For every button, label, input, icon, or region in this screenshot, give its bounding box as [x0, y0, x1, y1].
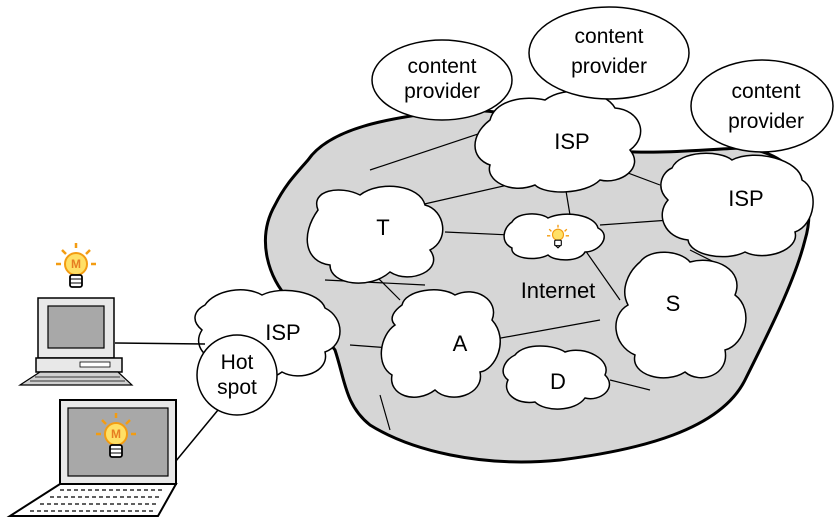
internet-label: Internet	[521, 278, 596, 303]
content-provider-3: content provider	[690, 59, 834, 153]
bulb-letter: M	[111, 427, 121, 441]
bulb-letter: M	[71, 257, 81, 271]
region-s-label: S	[666, 291, 681, 316]
cloud-t	[306, 185, 444, 284]
hotspot: Hot spot	[196, 334, 278, 416]
laptop-icon	[6, 399, 178, 517]
region-t-label: T	[376, 215, 389, 240]
cloud-d	[502, 345, 611, 410]
content-provider-1: content provider	[371, 39, 513, 121]
lightbulb-icon: M	[96, 413, 136, 458]
region-a-label: A	[453, 331, 468, 356]
content-provider-2-line1: content	[575, 25, 644, 48]
content-provider-1-line1: content	[408, 55, 477, 78]
cloud-isp-right	[660, 152, 814, 258]
hotspot-line2: spot	[217, 376, 257, 399]
content-provider-2: content provider	[528, 6, 690, 100]
desktop-computer-icon	[17, 297, 134, 386]
hotspot-line1: Hot	[221, 351, 254, 374]
cloud-isp-top	[474, 90, 642, 193]
cloud-a	[380, 289, 501, 398]
content-provider-3-line1: content	[732, 80, 801, 103]
content-provider-2-line2: provider	[571, 55, 647, 78]
region-d-label: D	[550, 369, 566, 394]
isp-right-label: ISP	[728, 186, 763, 211]
lightbulb-icon: M	[56, 243, 96, 288]
isp-top-label: ISP	[554, 129, 589, 154]
content-provider-3-line2: provider	[728, 110, 804, 133]
isp-left-label: ISP	[265, 320, 300, 345]
content-provider-1-line2: provider	[404, 80, 480, 103]
cloud-s	[615, 251, 747, 379]
lightbulb-icon	[546, 224, 570, 249]
desktop-link	[114, 342, 206, 345]
